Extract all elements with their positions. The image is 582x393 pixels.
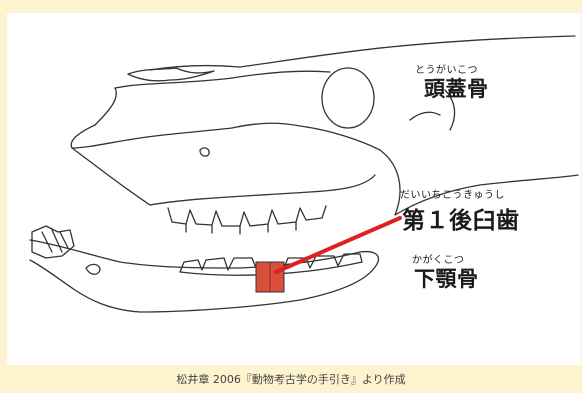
skull-outline: [150, 36, 575, 70]
upper-teeth: [168, 206, 326, 226]
mental-foramen: [86, 264, 100, 274]
cheek-line: [232, 123, 380, 150]
source-caption: 松井章 2006『動物考古学の手引き』より作成: [0, 371, 582, 387]
snout-top: [95, 88, 116, 125]
snout-upper: [71, 125, 232, 148]
molar-label: 第１後臼歯: [402, 201, 520, 235]
face-upper: [232, 71, 330, 78]
molar-pointer-line: [276, 218, 400, 272]
incisor-lines: [42, 230, 68, 252]
occipital-notch: [410, 112, 440, 120]
upper-jaw-front: [72, 148, 150, 205]
molar-ruby: だいいちこうきゅうし: [400, 186, 505, 201]
maxilla-lower: [150, 175, 375, 205]
foramen: [200, 148, 209, 156]
skull-label: 頭蓋骨: [424, 73, 489, 103]
mandible-label: 下顎骨: [414, 263, 479, 293]
orbit-icon: [322, 68, 374, 128]
nasal-process: [128, 68, 214, 81]
